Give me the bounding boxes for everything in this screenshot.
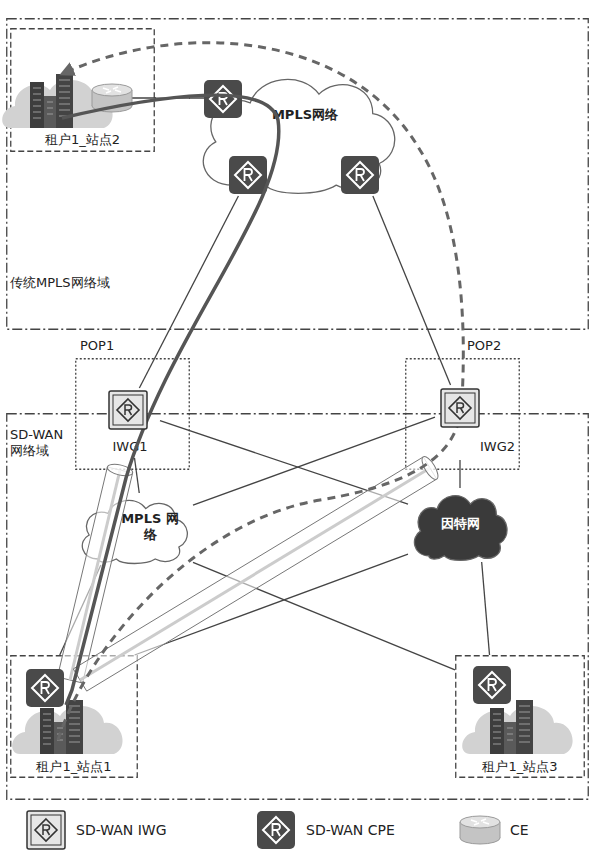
pop-box: POP1IWG1 xyxy=(75,358,190,470)
legend-item: SD-WAN CPE xyxy=(306,821,395,839)
node-label: 租户1_站点3 xyxy=(455,759,585,775)
legend-label: CE xyxy=(510,822,529,838)
node-label: MPLS 网络 xyxy=(120,511,180,543)
router-symbol xyxy=(229,156,267,194)
boundary-outline xyxy=(456,656,585,778)
link-line xyxy=(60,565,101,655)
boundary-outline xyxy=(11,29,155,152)
link-line xyxy=(193,417,435,505)
mpls-cloud: MPLS 网络 xyxy=(75,493,193,565)
network-domain: SD-WAN 网络域 MPLS 网络 因特网租户1_站点1 租户1_站点3 xyxy=(6,413,589,800)
link-line xyxy=(373,196,451,385)
boundary-outline xyxy=(7,414,589,800)
legend-label: SD-WAN IWG xyxy=(76,822,167,838)
pop-box: POP2IWG2 xyxy=(405,358,520,470)
ce-symbol xyxy=(92,84,132,112)
cpe-symbol xyxy=(473,666,511,704)
iwg-device: IWG2 xyxy=(435,385,520,460)
legend-ce-symbol xyxy=(460,816,500,844)
iwg-device: IWG1 xyxy=(100,388,160,458)
router-symbol xyxy=(204,80,242,118)
mpls-cloud: MPLS网络 xyxy=(190,66,405,196)
tenant-site: 租户1_站点1 xyxy=(10,655,138,778)
tunnel-path xyxy=(70,470,120,680)
legend-label: SD-WAN CPE xyxy=(306,822,395,838)
tenant-site: 租户1_站点3 xyxy=(455,655,585,778)
node-label: 租户1_站点2 xyxy=(10,132,155,148)
link-line xyxy=(482,562,490,655)
node-label: IWG2 xyxy=(480,439,520,455)
router-symbol xyxy=(341,156,379,194)
node-label: IWG1 xyxy=(100,439,160,455)
tunnel-path xyxy=(80,468,430,680)
boundary-outline xyxy=(11,656,138,778)
traffic-path xyxy=(62,95,279,705)
legend-iwg-symbol xyxy=(27,811,65,849)
wire-stub xyxy=(131,97,205,98)
link-line xyxy=(135,458,140,493)
link-line xyxy=(193,562,455,669)
link-line xyxy=(160,421,408,504)
traffic-path-dashed xyxy=(58,43,463,740)
boundary-outline xyxy=(76,359,190,470)
legend-item: CE xyxy=(510,821,529,839)
node-label: MPLS网络 xyxy=(260,107,350,123)
legend-item: SD-WAN IWG xyxy=(76,821,167,839)
boundary-outline xyxy=(406,359,520,470)
link-line xyxy=(135,554,408,655)
node-label: 租户1_站点1 xyxy=(10,759,138,775)
node-label: 传统MPLS网络域 xyxy=(10,275,170,291)
tenant-site: 租户1_站点2 xyxy=(10,28,155,152)
node-label: SD-WAN 网络域 xyxy=(10,427,68,459)
node-label: POP1 xyxy=(80,338,140,354)
site-building xyxy=(462,700,572,754)
node-outline xyxy=(190,66,405,196)
tunnel-cap xyxy=(106,462,134,478)
network-domain: 传统MPLS网络域租户1_站点2 MPLS网络 xyxy=(6,18,589,330)
internet-cloud: 因特网 xyxy=(408,488,512,562)
boundary-outline xyxy=(7,19,589,330)
legend-cpe-symbol xyxy=(257,811,295,849)
cloud-shape xyxy=(82,500,187,563)
site-building xyxy=(12,700,122,754)
node-label: 因特网 xyxy=(425,516,495,532)
cpe-symbol xyxy=(26,669,64,707)
tunnel-cap xyxy=(419,454,441,481)
cloud-shape xyxy=(203,79,394,193)
tunnel xyxy=(57,467,132,683)
tunnel xyxy=(73,457,436,691)
site-building xyxy=(2,74,112,128)
cloud-shape xyxy=(414,496,507,561)
link-line xyxy=(155,97,190,98)
link-line xyxy=(459,460,460,488)
iwg-symbol xyxy=(109,391,147,429)
node-label: POP2 xyxy=(467,338,517,354)
node-outline xyxy=(75,493,193,565)
iwg-symbol xyxy=(441,389,479,427)
node-outline xyxy=(6,413,589,800)
